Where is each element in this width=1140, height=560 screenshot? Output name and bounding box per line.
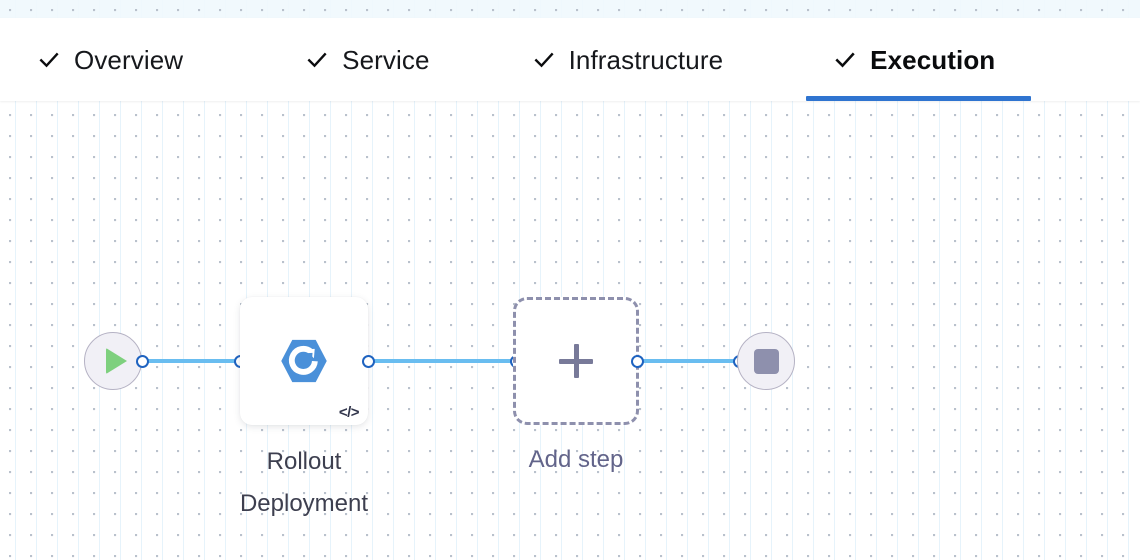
tab-label-service: Service	[342, 44, 430, 75]
check-icon	[306, 49, 328, 71]
connector-step-to-addstep	[370, 359, 518, 363]
play-icon	[105, 348, 127, 374]
check-icon	[834, 49, 856, 71]
connector-start-to-step	[143, 359, 242, 363]
tab-label-execution: Execution	[870, 44, 996, 75]
tab-infrastructure[interactable]: Infrastructure	[533, 18, 724, 101]
step-label-rollout-deployment: Rollout Deployment	[239, 448, 369, 517]
tab-label-infrastructure: Infrastructure	[568, 44, 724, 75]
stage-tab-list: Overview Service Infrastructure	[0, 18, 1032, 101]
check-icon	[533, 49, 555, 71]
add-step-label: Add step	[528, 446, 624, 473]
check-icon	[38, 49, 60, 71]
pipeline-start-node[interactable]	[84, 332, 142, 390]
tab-overview[interactable]: Overview	[38, 18, 183, 101]
tab-service[interactable]: Service	[306, 18, 429, 101]
plus-icon	[559, 344, 593, 378]
stage-tab-bar: Overview Service Infrastructure	[0, 18, 1140, 101]
harness-logo-icon	[281, 339, 327, 383]
stop-icon	[753, 348, 779, 374]
code-icon: </>	[338, 404, 360, 421]
canvas-top-strip	[0, 0, 1140, 18]
add-step-button[interactable]	[513, 297, 639, 425]
port-addstep-out[interactable]	[631, 355, 644, 368]
tab-execution[interactable]: Execution	[806, 18, 1032, 101]
execution-pipeline-canvas[interactable]: </> Rollout Deployment Add step	[0, 101, 1140, 560]
port-start-out[interactable]	[136, 355, 149, 368]
tab-active-underline	[806, 96, 1032, 101]
connector-addstep-to-end	[639, 359, 741, 363]
tab-label-overview: Overview	[74, 44, 184, 75]
step-card-rollout-deployment[interactable]: </>	[240, 297, 368, 425]
port-step-out[interactable]	[362, 355, 375, 368]
pipeline-end-node[interactable]	[737, 332, 795, 390]
